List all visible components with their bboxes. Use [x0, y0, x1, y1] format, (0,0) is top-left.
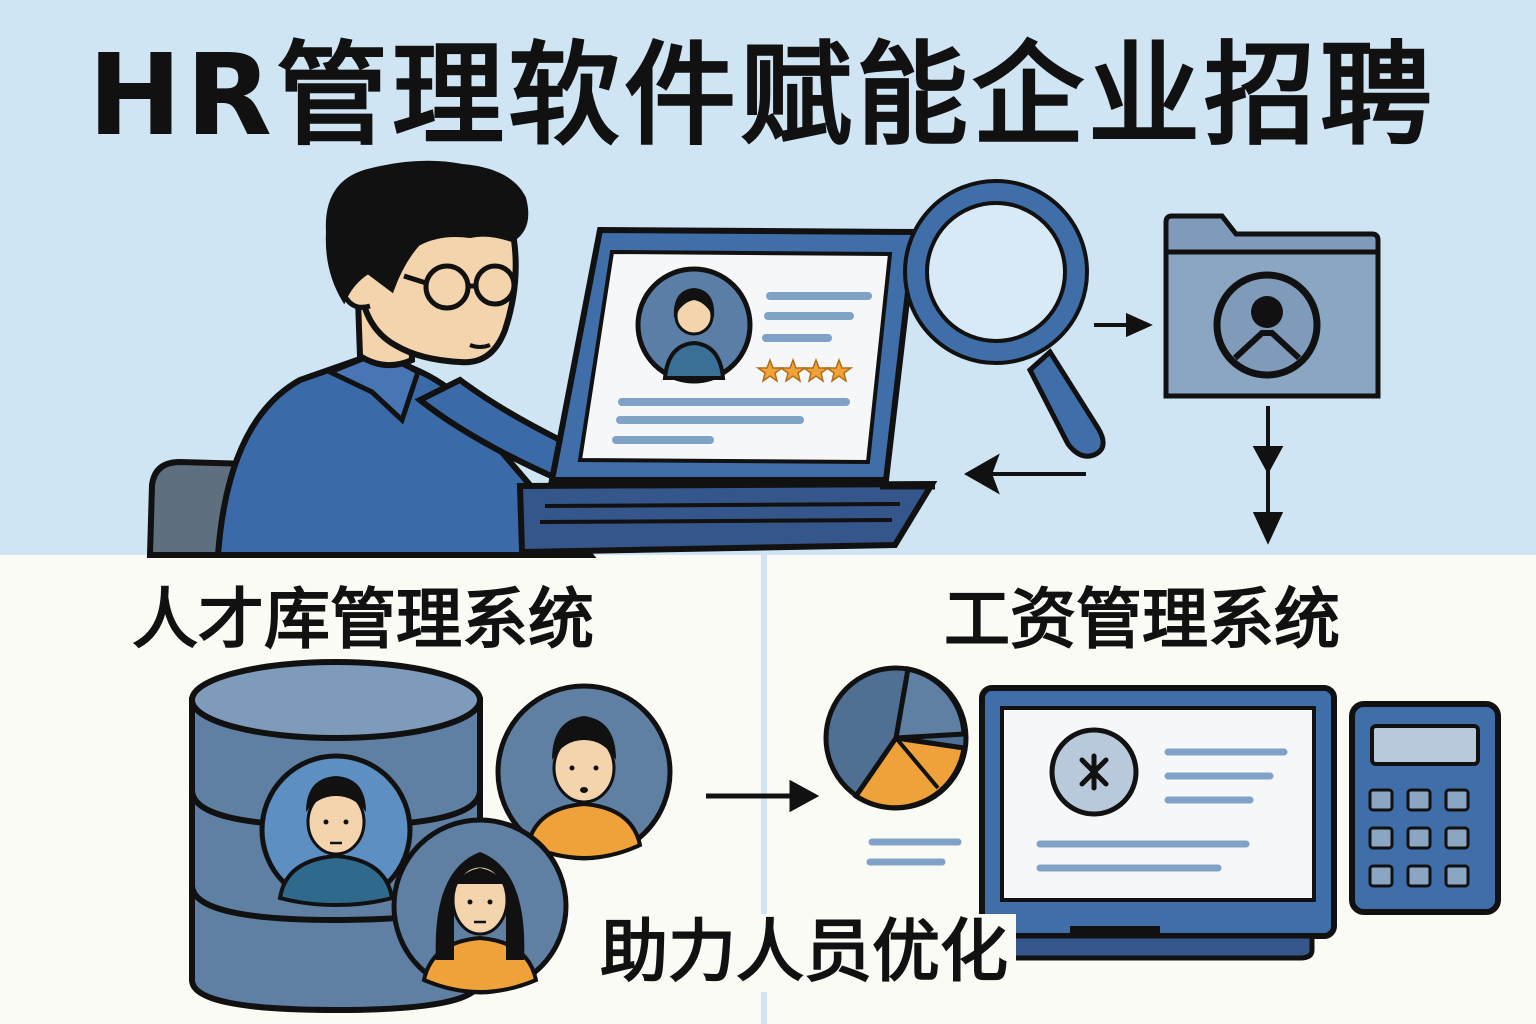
- payroll-heading: 工资管理系统: [944, 581, 1340, 658]
- arrow-icon: [706, 779, 820, 813]
- payroll-laptop: [969, 685, 1337, 961]
- talent-avatar-1: [259, 753, 413, 908]
- section-divider: [761, 555, 767, 1024]
- talent-avatar-3: [391, 817, 569, 995]
- profile-text-lines: [612, 292, 872, 444]
- talent-pool-heading: 人才库管理系统: [132, 581, 594, 658]
- talent-avatar-2: [495, 683, 673, 861]
- main-title: HR管理软件赋能企业招聘: [88, 31, 1436, 161]
- profile-folder-icon: [1163, 213, 1381, 399]
- chart-legend-lines: [866, 838, 962, 866]
- candidate-avatar: [635, 266, 753, 384]
- rating-stars: [755, 357, 854, 383]
- arrow-icon: [963, 312, 1284, 545]
- calculator-icon: [1349, 701, 1501, 915]
- magnifier-icon: [903, 179, 1106, 459]
- laptop: [516, 226, 938, 556]
- pie-chart-icon: [823, 665, 969, 811]
- optimization-caption: 助力人员优化: [592, 914, 1017, 992]
